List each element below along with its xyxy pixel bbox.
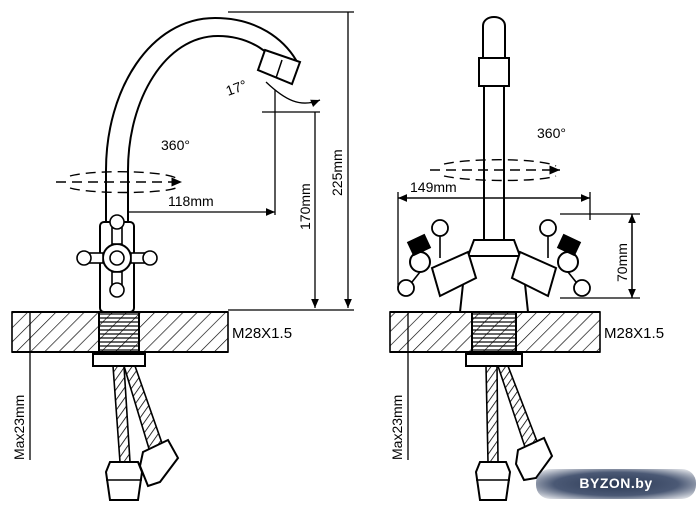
- left-max-thickness-label: Max23mm: [11, 395, 27, 460]
- right-width-label: 149mm: [410, 179, 457, 195]
- right-handle-height-label: 70mm: [614, 243, 630, 282]
- right-thread-label: M28X1.5: [604, 325, 664, 342]
- left-view: [11, 11, 354, 501]
- left-hose-b: [122, 365, 164, 454]
- right-hose-b: [496, 365, 540, 452]
- left-rotation-label: 360°: [161, 137, 190, 153]
- left-hose-a: [112, 365, 131, 463]
- right-view: [389, 16, 640, 501]
- watermark-text: BYZON.by: [579, 475, 653, 491]
- right-hose-a: [485, 365, 499, 463]
- right-spout: [482, 16, 506, 58]
- left-total-height-label: 225mm: [329, 149, 345, 196]
- left-reach-label: 118mm: [168, 193, 214, 209]
- left-spout: [105, 16, 298, 222]
- left-spout-height-label: 170mm: [297, 183, 313, 230]
- left-threaded-shank: [98, 311, 140, 355]
- right-rotation-label: 360°: [537, 125, 566, 141]
- left-angle-label: 17°: [224, 77, 249, 99]
- right-max-thickness-label: Max23mm: [389, 395, 405, 460]
- right-threaded-shank: [471, 311, 517, 355]
- left-thread-label: M28X1.5: [232, 325, 292, 342]
- watermark-badge: BYZON.by: [536, 469, 696, 499]
- right-body: [458, 255, 530, 313]
